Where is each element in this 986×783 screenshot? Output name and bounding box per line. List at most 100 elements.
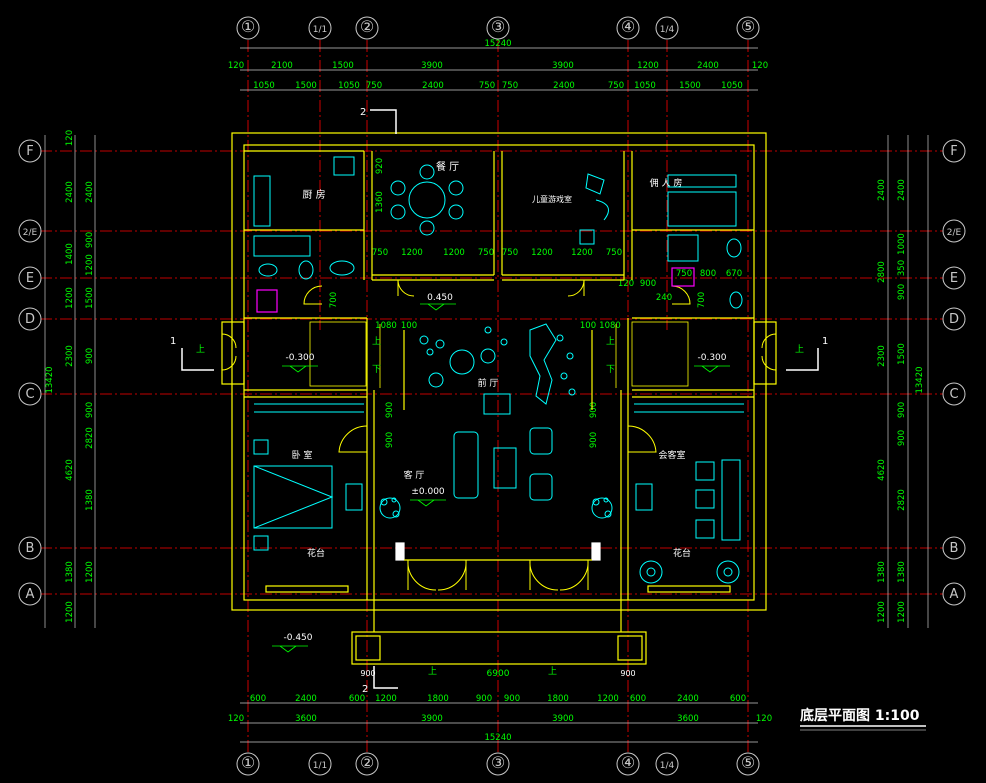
dim-label: 2400: [697, 61, 719, 71]
axis-bubble-label: 1/1: [313, 25, 327, 35]
axis-bubble-label: D: [25, 312, 35, 327]
dim-label: 1200: [375, 694, 397, 704]
bedroom-desk-chair: [345, 483, 363, 511]
dim-label: 2820: [897, 489, 907, 511]
room-label-bedroom: 卧 室: [292, 449, 313, 461]
dim-label: 750: [608, 81, 624, 91]
dim-label: 600: [730, 694, 746, 704]
porch-left-width: 900: [360, 669, 375, 678]
dim-label: 100: [401, 321, 417, 331]
kids-table: [585, 173, 605, 195]
dim-label: 2400: [897, 179, 907, 201]
dim-label: 920: [375, 158, 385, 174]
dim-label: 1050: [721, 81, 743, 91]
lobby-round-table: [449, 349, 475, 375]
dim-label: 1080: [599, 321, 621, 331]
dim-label: 750: [606, 248, 622, 258]
dim-label: 1800: [547, 694, 569, 704]
level-stair-left: -0.300: [285, 353, 314, 363]
stairs: [309, 321, 689, 410]
axis-bubble-label: ③: [491, 17, 505, 36]
labels: 厨 房 餐 厅 儿童游戏室 佣 人 房 前 厅 客 厅 卧 室 会客室 花台 花…: [170, 107, 828, 695]
living-armchair: [529, 473, 553, 501]
plant-icon: [639, 560, 663, 584]
dim-label: 1500: [679, 81, 701, 91]
guest-door: [627, 425, 657, 453]
dim-label: 3900: [552, 714, 574, 724]
axis-bubble-label: E: [26, 271, 34, 286]
dim-label: 1050: [253, 81, 275, 91]
washer-right: [671, 267, 695, 287]
axis-bubble-label: A: [950, 587, 959, 602]
axis-bubble-label: ⑤: [741, 17, 755, 36]
axis-bubble: [736, 16, 760, 40]
axis-bubble-label: ⑤: [741, 753, 755, 772]
axis-bubble-label: E: [950, 271, 958, 286]
axis-bubble: [18, 307, 42, 331]
dim-label: 1200: [897, 601, 907, 623]
dim-label: 750: [502, 81, 518, 91]
up-label-porch-right: 上: [548, 666, 557, 677]
dim-label: 120: [618, 279, 634, 289]
axis-bubble: [18, 266, 42, 290]
kids-chair: [579, 229, 595, 245]
balcony-rail-left: [265, 585, 349, 593]
dining-door: [397, 279, 415, 297]
axis-bubble-label: 1/4: [660, 25, 675, 35]
guest-sofa: [721, 459, 741, 541]
dim-label: 900: [504, 694, 520, 704]
basin-left: [298, 260, 314, 280]
axis-bubble: [655, 16, 679, 40]
dim-label: 900: [385, 432, 395, 448]
drawing-title: 底层平面图 1:100: [800, 707, 920, 724]
basin-right: [729, 291, 743, 309]
dim-label: 900: [897, 284, 907, 300]
dim-label: 1500: [85, 287, 95, 309]
axis-bubble-label: F: [950, 144, 957, 159]
dim-total-label: 15240: [484, 733, 511, 743]
front-door-left-1: [407, 559, 437, 591]
axis-bubble: [18, 382, 42, 406]
room-label-lobby: 前 厅: [478, 377, 499, 389]
utility-fixtures: [256, 267, 695, 313]
axis-bubble: [942, 219, 966, 243]
axis-bubble-label: ①: [241, 17, 255, 36]
axis-bubble-label: ④: [621, 17, 635, 36]
axis-bubble: [308, 752, 332, 776]
dim-label: 1500: [295, 81, 317, 91]
dim-label: 750: [479, 81, 495, 91]
dim-label: 1200: [531, 248, 553, 258]
dim-label: 3600: [295, 714, 317, 724]
dim-label: 2300: [877, 345, 887, 367]
kitchen-counter: [253, 175, 271, 227]
plant-icon: [591, 497, 613, 519]
dim-label: 700: [697, 292, 707, 308]
dim-label: 2400: [877, 179, 887, 201]
axis-bubble-label: C: [949, 387, 958, 402]
dim-total-label: 15240: [484, 39, 511, 49]
axis-bubble: [18, 139, 42, 163]
entry-width-label: 6900: [487, 669, 510, 679]
dim-label: 600: [349, 694, 365, 704]
dim-label: 700: [329, 292, 339, 308]
dim-label: 1200: [85, 561, 95, 583]
bedroom-door: [338, 425, 368, 453]
title-block: 底层平面图 1:100: [800, 707, 926, 731]
room-label-kids: 儿童游戏室: [532, 194, 572, 204]
axis-bubble: [486, 752, 510, 776]
axis-bubble-label: 2/E: [23, 228, 38, 238]
dim-label: 2400: [295, 694, 317, 704]
down-label-stair-left: 下: [372, 365, 381, 375]
dim-label: 3900: [421, 61, 443, 71]
dim-label: 1200: [65, 601, 75, 623]
dim-label: 1050: [634, 81, 656, 91]
dining-chair: [390, 204, 406, 220]
dim-label: 2100: [271, 61, 293, 71]
dim-label: 1360: [375, 191, 385, 213]
toilet-right: [726, 238, 742, 258]
furniture: [253, 156, 744, 584]
lobby-stool: [428, 372, 444, 388]
axis-bubble-label: A: [26, 587, 35, 602]
axis-bubble: [616, 752, 640, 776]
